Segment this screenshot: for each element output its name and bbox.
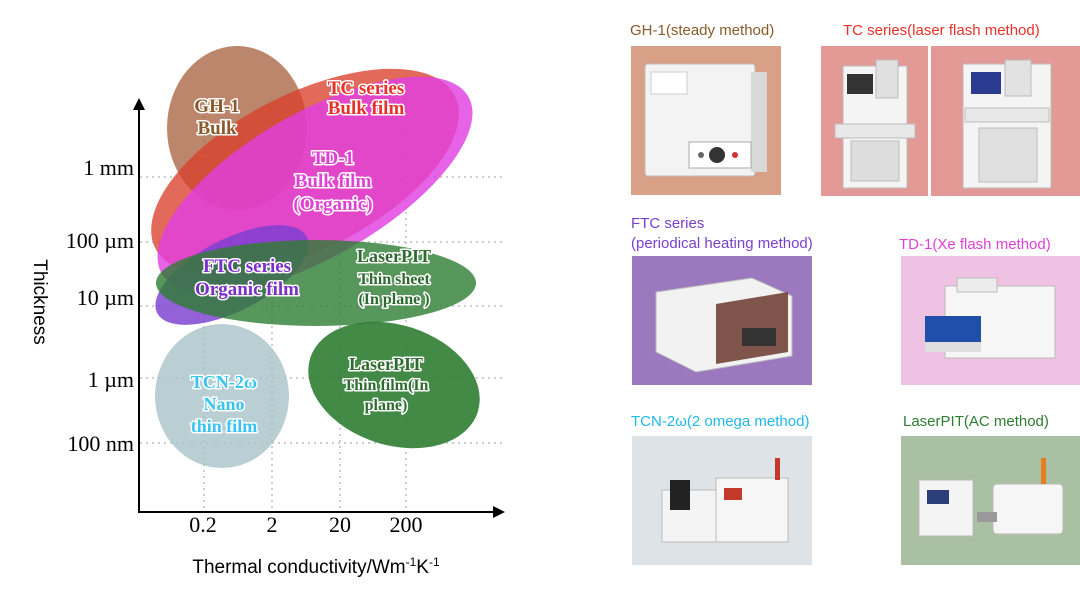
- instrument-label-tcn: TCN-2ω(2 omega method): [631, 413, 810, 430]
- region-label-line: LaserPIT: [357, 246, 431, 266]
- tc-instrument-icon: [834, 59, 916, 189]
- region-label-line: thin film: [191, 416, 258, 436]
- region-label-line: Bulk film: [328, 98, 405, 119]
- x-tick-label: 2: [267, 512, 278, 537]
- instrument-label-ftc-2: (periodical heating method): [631, 235, 813, 252]
- label-tc: TC series Bulk film: [326, 77, 406, 121]
- photo-td1: [901, 256, 1080, 385]
- region-laserpit-film: [308, 321, 480, 449]
- region-label-line: (In plane ): [358, 291, 429, 308]
- label-gh1: GH-1 Bulk: [193, 95, 241, 141]
- x-tick-label: 200: [390, 512, 423, 537]
- region-laserpit-sheet: [156, 240, 476, 326]
- region-label-line: TCN-2ω: [191, 372, 257, 392]
- region-label-line: Bulk: [197, 118, 237, 139]
- y-ticks: 1 mm 100 µm 10 µm 1 µm 100 nm: [66, 155, 134, 456]
- region-label-line: Bulk film: [295, 171, 372, 192]
- x-axis-title: Thermal conductivity/Wm-1K-1: [192, 555, 440, 578]
- y-axis-title: Thickness: [29, 259, 50, 345]
- x-axis-title-sup: -1: [429, 555, 440, 569]
- y-axis-arrow: [133, 98, 145, 110]
- y-tick-label: 100 µm: [66, 228, 134, 253]
- tcn-instrument-icon: [661, 458, 789, 543]
- photo-ftc: [632, 256, 812, 385]
- y-tick-label: 1 mm: [83, 155, 134, 180]
- region-labels: GH-1 Bulk TC series Bulk film TD-1 Bulk …: [189, 77, 433, 438]
- regions: [151, 46, 480, 468]
- region-label-line: Organic film: [195, 279, 299, 300]
- y-tick-label: 1 µm: [88, 367, 134, 392]
- x-axis-arrow: [493, 506, 505, 518]
- ftc-instrument-icon: [655, 277, 793, 373]
- instrument-label-td1: TD-1(Xe flash method): [899, 236, 1051, 253]
- region-label-line: TC series: [328, 78, 405, 99]
- photo-tc-2: [931, 46, 1080, 196]
- instrument-label-gh1: GH-1(steady method): [630, 22, 775, 39]
- region-label-line: LaserPIT: [349, 354, 423, 374]
- label-ftc: FTC series Organic film: [194, 255, 301, 302]
- tc-instrument-icon: [962, 59, 1052, 189]
- laserpit-instrument-icon: [918, 458, 1064, 537]
- x-tick-label: 20: [329, 512, 351, 537]
- y-tick-label: 100 nm: [67, 431, 134, 456]
- region-label-line: GH-1: [194, 96, 239, 117]
- photo-gh1: [631, 46, 781, 195]
- region-label-line: Thin sheet: [358, 271, 430, 288]
- region-label-line: Nano: [203, 394, 244, 414]
- region-label-line: (Organic): [293, 194, 372, 215]
- photo-tc-1: [821, 46, 928, 196]
- region-label-line: TD-1: [312, 148, 354, 169]
- photo-laserpit: [901, 436, 1080, 565]
- label-td1: TD-1 Bulk film (Organic): [292, 147, 374, 217]
- x-axis-title-main: Thermal conductivity/Wm: [192, 557, 405, 578]
- region-label-line: plane): [365, 397, 408, 414]
- thickness-conductivity-diagram: 1 mm 100 µm 10 µm 1 µm 100 nm 0.2 2 20 2…: [29, 46, 505, 578]
- label-laserpit-film: LaserPIT Thin film(In plane): [342, 353, 430, 416]
- region-label-line: Thin film(In: [344, 377, 429, 394]
- td1-instrument-icon: [925, 277, 1056, 359]
- photo-tcn: [632, 436, 812, 565]
- x-tick-label: 0.2: [189, 512, 217, 537]
- instrument-label-tc: TC series(laser flash method): [843, 22, 1040, 39]
- gh1-instrument-icon: [644, 63, 767, 177]
- region-tcn: [155, 324, 289, 468]
- x-axis-title-sup: -1: [406, 555, 417, 569]
- instrument-label-laserpit: LaserPIT(AC method): [903, 413, 1049, 430]
- region-label-line: FTC series: [203, 256, 291, 277]
- axes: [133, 98, 505, 518]
- x-axis-title-unit: K: [416, 557, 429, 578]
- label-laserpit-sheet: LaserPIT Thin sheet (In plane ): [356, 245, 433, 310]
- x-ticks: 0.2 2 20 200: [189, 512, 422, 537]
- y-tick-label: 10 µm: [77, 285, 134, 310]
- label-tcn: TCN-2ω Nano thin film: [189, 371, 259, 438]
- instrument-label-ftc-1: FTC series: [631, 215, 705, 232]
